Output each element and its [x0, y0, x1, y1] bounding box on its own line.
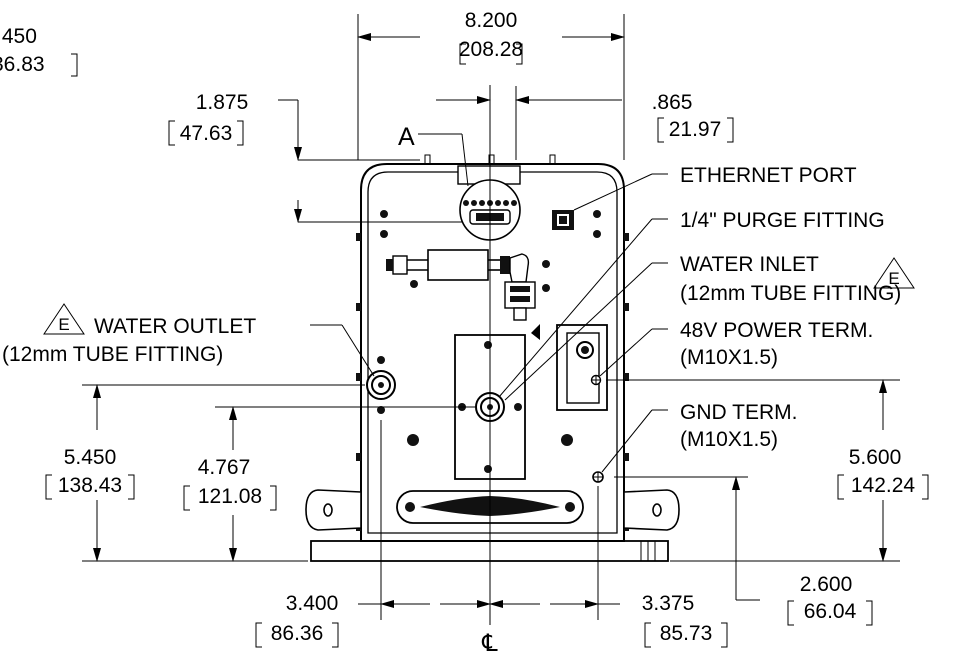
- dim-outlet-height-inch: 5.450: [64, 446, 117, 469]
- dim-clipped-mm: 36.83: [0, 53, 45, 76]
- dim-connector-offset-mm: 47.63: [180, 122, 233, 145]
- dim-outlet-height-mm: 138.43: [58, 474, 122, 497]
- dim-purge-height-inch: 4.767: [198, 456, 251, 479]
- dim-gnd-height-inch: 2.600: [800, 573, 853, 596]
- dim-gnd-offset-mm: 85.73: [660, 622, 713, 645]
- left-handle: [305, 489, 362, 531]
- water-inlet-fitting-label: (12mm TUBE FITTING): [680, 282, 901, 305]
- dim-clipped-inch: .450: [0, 25, 37, 48]
- mm-brackets: [45, 43, 929, 648]
- power-term-label: 48V POWER TERM.: [680, 319, 873, 342]
- dim-width-inch: 8.200: [465, 9, 518, 32]
- dim-gnd-offset-inch: 3.375: [642, 592, 695, 615]
- dimension-text: .450 36.83 8.200 208.28 1.875 47.63 .865…: [0, 9, 915, 645]
- power-thread-label: (M10X1.5): [680, 346, 778, 369]
- rev-outlet-letter: E: [58, 315, 69, 334]
- rev-triangle-inlet: [873, 257, 915, 289]
- dim-outlet-offset-mm: 86.36: [271, 622, 324, 645]
- right-handle: [623, 489, 680, 531]
- dim-power-height-mm: 142.24: [851, 474, 916, 497]
- purge-fitting-label: 1/4" PURGE FITTING: [680, 209, 885, 232]
- ethernet-port-label: ETHERNET PORT: [680, 164, 857, 187]
- rev-inlet-letter: E: [888, 269, 899, 288]
- dim-connector-width-mm: 21.97: [669, 118, 722, 141]
- extension-lines: [82, 14, 900, 625]
- dim-connector-width-inch: .865: [652, 91, 693, 114]
- leaders: [310, 133, 668, 473]
- dim-purge-height-mm: 121.08: [198, 485, 262, 508]
- detail-a-label: A: [398, 123, 415, 151]
- callout-text: A ETHERNET PORT 1/4" PURGE FITTING WATER…: [2, 123, 901, 656]
- dim-power-height-inch: 5.600: [849, 446, 902, 469]
- dim-gnd-height-mm: 66.04: [804, 600, 857, 623]
- water-outlet-label: WATER OUTLET: [94, 315, 256, 338]
- centerline-symbol: ℄: [481, 630, 498, 656]
- gnd-term-label: GND TERM.: [680, 401, 797, 424]
- rev-triangle-outlet: [43, 303, 85, 335]
- dimension-lines: [93, 33, 887, 608]
- dim-outlet-offset-inch: 3.400: [286, 592, 339, 615]
- dim-connector-offset-inch: 1.875: [196, 91, 249, 114]
- water-inlet-label: WATER INLET: [680, 253, 819, 276]
- gnd-thread-label: (M10X1.5): [680, 428, 778, 451]
- dim-width-mm: 208.28: [459, 38, 523, 61]
- unit-body: [305, 154, 680, 562]
- water-outlet-fitting-label: (12mm TUBE FITTING): [2, 343, 223, 366]
